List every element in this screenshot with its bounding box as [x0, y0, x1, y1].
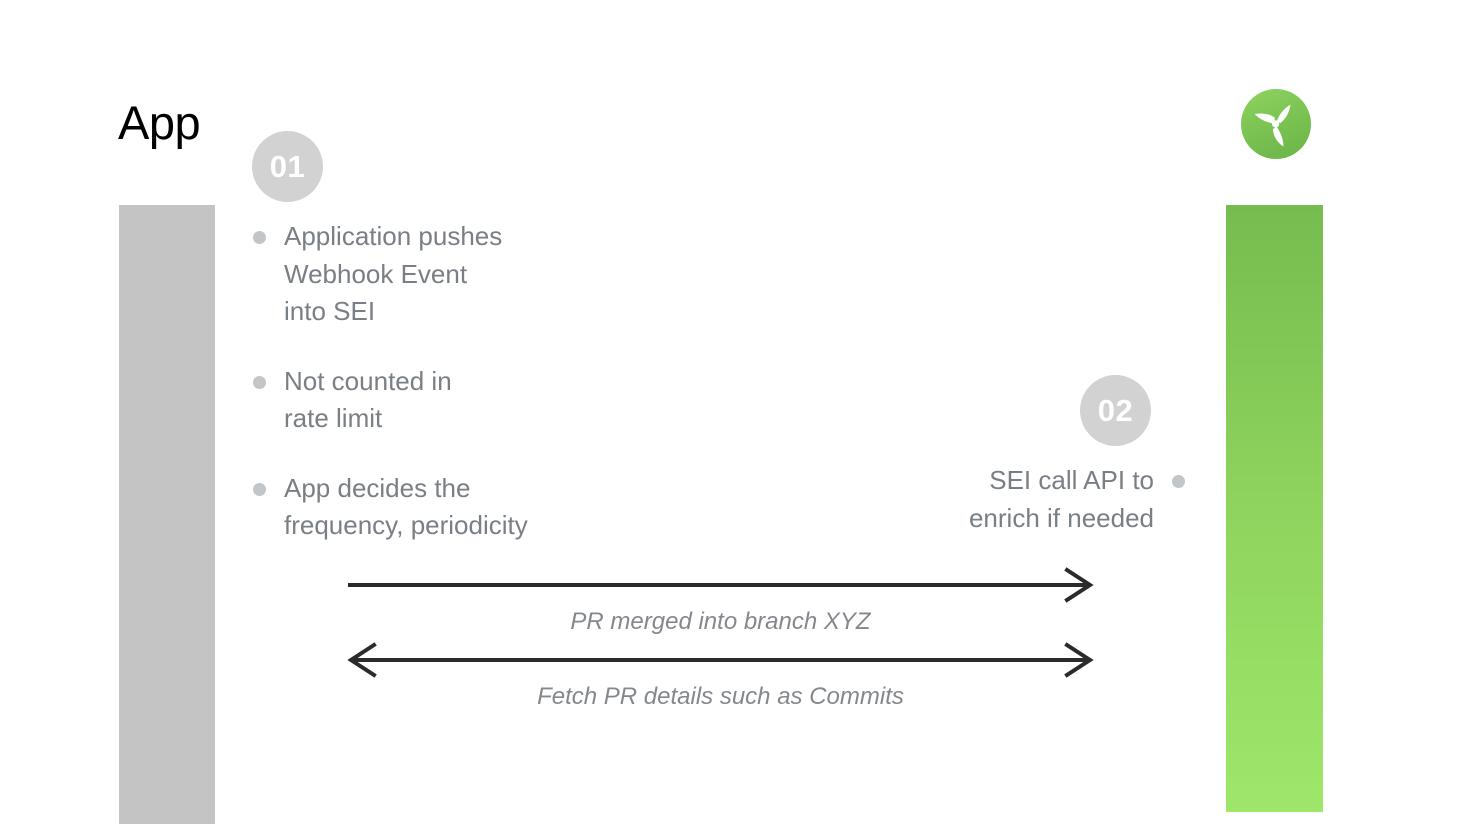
- list-item-label: Application pushes Webhook Event into SE…: [284, 221, 503, 326]
- message-1-label: PR merged into branch XYZ: [570, 608, 871, 635]
- bullet-dot-icon: [253, 482, 266, 496]
- bullet-dot-icon: [253, 231, 266, 244]
- list-item-label: Not counted in rate limit: [284, 365, 452, 434]
- list-item-label: App decides the frequency, periodicity: [284, 472, 528, 541]
- step-01-bullet-list: Application pushes Webhook Event into SE…: [253, 218, 613, 545]
- list-item-label: SEI call API to enrich if needed: [968, 465, 1154, 533]
- propeller-logo-icon: [1240, 88, 1312, 160]
- bullet-dot-icon: [1172, 475, 1185, 488]
- message-arrow-1: PR merged into branch XYZ: [348, 567, 1094, 638]
- list-item: App decides the frequency, periodicity: [253, 470, 613, 545]
- app-lane-bar: [119, 205, 215, 824]
- page-title: App: [118, 96, 201, 149]
- message-2-label: Fetch PR details such as Commits: [537, 683, 904, 710]
- step-badge-01: 01: [252, 131, 323, 202]
- step-02-bullet-list: SEI call API to enrich if needed: [880, 462, 1185, 537]
- list-item: Application pushes Webhook Event into SE…: [253, 218, 613, 331]
- step-badge-02: 02: [1080, 375, 1151, 446]
- list-item: SEI call API to enrich if needed: [880, 462, 1185, 537]
- message-arrow-2: Fetch PR details such as Commits: [347, 642, 1094, 713]
- list-item: Not counted in rate limit: [253, 363, 613, 438]
- bullet-dot-icon: [253, 375, 266, 389]
- sei-lane-bar: [1226, 205, 1323, 812]
